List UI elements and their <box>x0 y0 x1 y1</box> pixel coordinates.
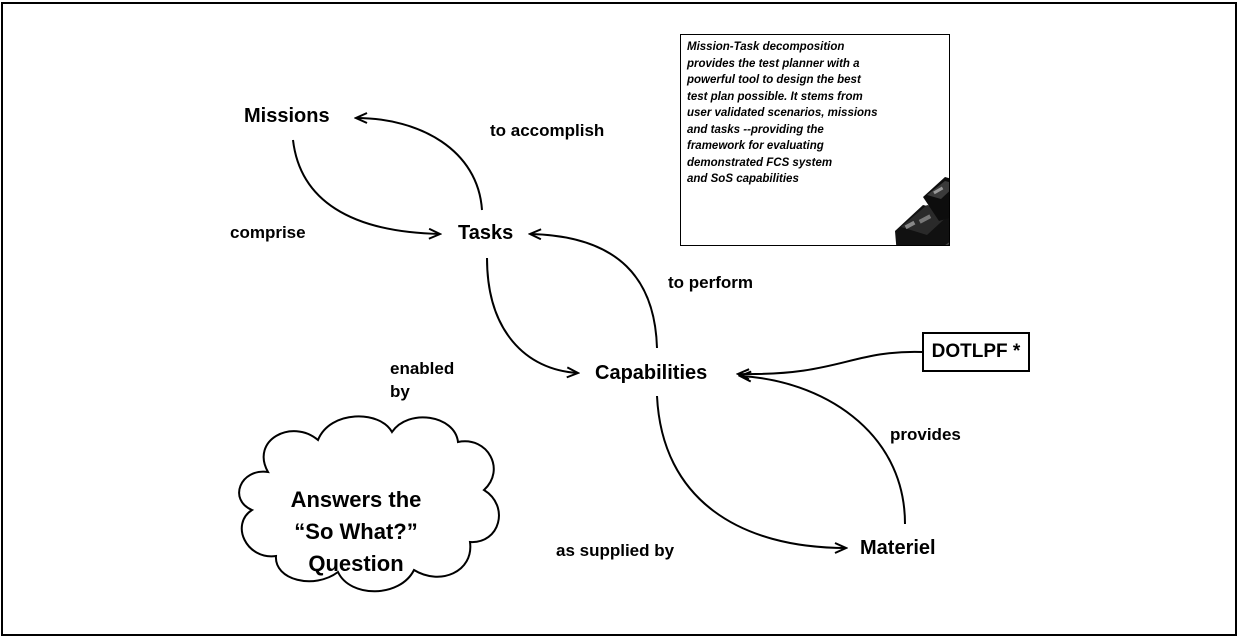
edge-to-accomplish <box>356 118 483 211</box>
callout-line: and tasks --providing the <box>687 123 824 136</box>
node-missions: Missions <box>244 105 330 127</box>
callout-text: Mission-Task decomposition provides the … <box>687 39 887 188</box>
label-enabled-by: enabled by <box>390 358 454 404</box>
callout-line: powerful tool to design the best <box>687 74 861 86</box>
cloud-text: Answers the “So What?” Question <box>236 484 476 580</box>
cloud-line: Question <box>308 551 404 576</box>
callout-line: user validated scenarios, missions <box>687 107 878 119</box>
label-to-perform: to perform <box>668 273 753 292</box>
cloud-line: “So What?” <box>294 519 418 544</box>
edge-to-perform <box>530 234 658 349</box>
callout-line: provides the test planner with a <box>687 57 860 70</box>
label-as-supplied-by: as supplied by <box>556 541 675 560</box>
callout-line: demonstrated FCS system <box>687 156 833 169</box>
callout-line: test plan possible. It stems from <box>687 90 863 103</box>
node-materiel: Materiel <box>860 537 936 559</box>
callout-line: framework for evaluating <box>687 140 824 152</box>
callout-line: and SoS capabilities <box>687 173 799 185</box>
edge-provides <box>740 376 906 525</box>
label-provides: provides <box>890 425 961 444</box>
callout-note: Mission-Task decomposition provides the … <box>680 34 950 246</box>
node-tasks: Tasks <box>458 222 514 244</box>
label-enabled-by-line2: by <box>390 381 410 401</box>
label-enabled-by-line1: enabled <box>390 359 455 378</box>
edge-as-supplied-by <box>656 395 846 548</box>
cloud-shape <box>238 415 500 593</box>
label-comprise: comprise <box>230 223 306 242</box>
node-dotlpf: DOTLPF * <box>922 332 1030 372</box>
edge-comprise <box>292 139 440 234</box>
handheld-device-image <box>895 177 949 245</box>
label-to-accomplish: to accomplish <box>490 121 605 140</box>
edge-enabled-by <box>486 257 578 373</box>
cloud-line: Answers the <box>290 487 422 512</box>
node-dotlpf-label: DOTLPF * <box>931 341 1021 362</box>
node-capabilities: Capabilities <box>595 362 708 384</box>
edge-dotlpf <box>738 350 923 374</box>
callout-line: Mission-Task decomposition <box>687 41 845 53</box>
